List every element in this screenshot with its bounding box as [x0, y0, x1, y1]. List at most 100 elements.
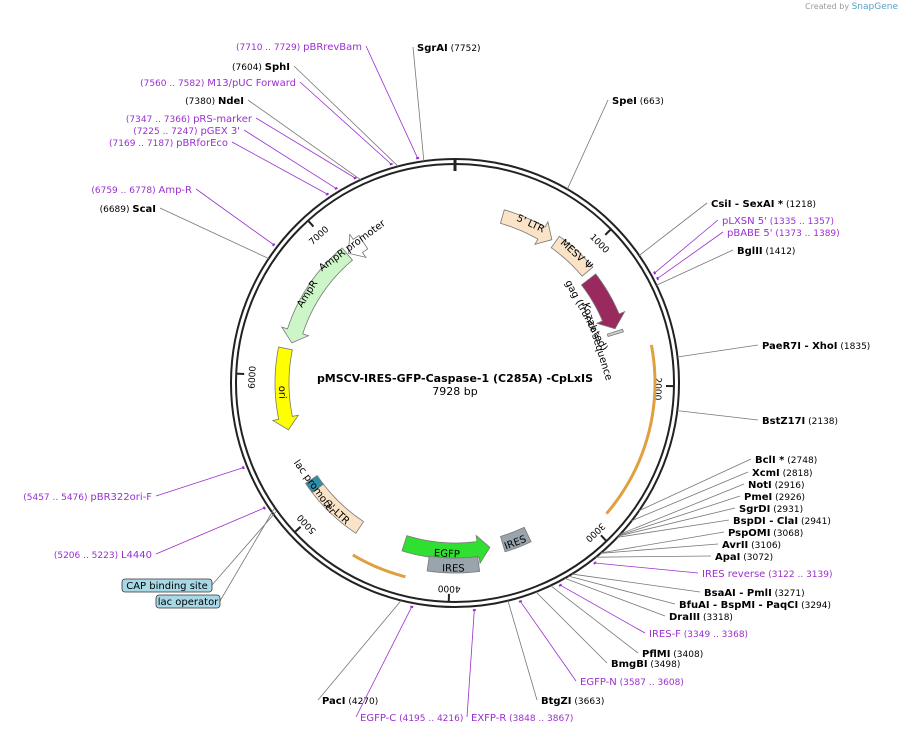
- enzyme-leader-bspdi-clai: [617, 519, 730, 538]
- enzyme-site-spei: SpeI (663): [612, 96, 664, 107]
- tick-mark-5000: [294, 526, 302, 533]
- enzyme-site-bfuai-bspmi-paqci: BfuAI - BspMI - PaqCI (3294): [679, 600, 831, 611]
- enzyme-site-paer7i-xhoi: PaeR7I - XhoI (1835): [762, 341, 870, 352]
- primer-name: EGFP-C: [360, 713, 396, 724]
- primer-leader-pbrrevbam: [365, 45, 418, 159]
- enzyme-position: (4270): [345, 697, 378, 707]
- enzyme-site-bmgbi: BmgBI (3498): [611, 659, 680, 670]
- feature-ampr: [280, 247, 353, 344]
- enzyme-site-bsaai-pmli: BsaAI - PmlI (3271): [704, 588, 805, 599]
- primer-name: pLXSN 5': [722, 216, 767, 227]
- feature-5-ltr: [499, 209, 553, 246]
- enzyme-name: BsaAI - PmlI: [704, 588, 772, 599]
- primer-leader-egfp-n: [520, 601, 577, 682]
- enzyme-position: (2748): [784, 456, 817, 466]
- enzyme-position: (1835): [838, 342, 871, 352]
- primer-leader-m13-puc-forward: [299, 81, 392, 165]
- enzyme-leader-ndei: [247, 99, 361, 181]
- boxed-label-bg-cap-binding-site: [121, 578, 213, 593]
- enzyme-position: (3408): [670, 650, 703, 660]
- primer-leader-exfp-r: [466, 610, 475, 718]
- enzyme-site-bglii: BglII (1412): [737, 246, 795, 257]
- annotation-arc-1: [605, 344, 657, 515]
- feature-label-ampr-promoter: AmpR promoter: [317, 218, 388, 274]
- enzyme-position: (3498): [648, 660, 681, 670]
- feature-label-ires: IRES: [442, 563, 465, 574]
- enzyme-name: SgrDI: [739, 504, 770, 515]
- enzyme-name: BglII: [737, 246, 763, 257]
- primer-leader-pgex-3: [243, 129, 337, 189]
- primer-leader-prs-marker: [255, 117, 356, 179]
- enzyme-position: (3294): [798, 601, 831, 611]
- enzyme-position: (1412): [763, 247, 796, 257]
- primer-name: L4440: [121, 550, 152, 561]
- primer-leader-amp-r: [195, 188, 274, 246]
- enzyme-position: (663): [637, 97, 664, 107]
- enzyme-leader-csii-sexai: [638, 202, 708, 256]
- enzyme-site-bspdi-clai: BspDI - ClaI (2941): [733, 516, 831, 527]
- primer-position: (7169 .. 7187): [109, 139, 176, 149]
- enzyme-site-xcmi: XcmI (2818): [752, 468, 813, 479]
- primer-mark-plxsn-5: [653, 271, 657, 275]
- primer-name: M13/pUC Forward: [207, 78, 296, 89]
- enzyme-name: SpeI: [612, 96, 637, 107]
- tick-label-2000: 2000: [652, 377, 662, 400]
- primer-leader-plxsn-5: [654, 219, 719, 274]
- primer-position: (3848 .. 3867): [506, 714, 573, 724]
- primer-position: (7347 .. 7366): [126, 115, 193, 125]
- primer-site-plxsn-5: pLXSN 5' (1335 .. 1357): [722, 216, 834, 227]
- primer-name: pBRforEco: [176, 138, 228, 149]
- primer-position: (3349 .. 3368): [681, 630, 748, 640]
- enzyme-name: XcmI: [752, 468, 780, 479]
- enzyme-leader-avrii: [600, 543, 719, 554]
- enzyme-leader-spei: [566, 99, 609, 190]
- tick-label-4000: 4000: [437, 583, 460, 594]
- primer-mark-prs-marker: [353, 176, 357, 180]
- boxed-leader-cap-binding-site: [211, 511, 277, 586]
- snapgene-logo: SnapGene: [851, 2, 898, 12]
- enzyme-position: (2818): [780, 469, 813, 479]
- primer-leader-egfp-c: [355, 606, 413, 718]
- tick-label-3000: 3000: [583, 520, 607, 543]
- enzyme-position: (7752): [448, 44, 481, 54]
- enzyme-site-scai: (6689) ScaI: [100, 204, 156, 215]
- feature-ires: [500, 526, 532, 553]
- feature-label-ori: ori: [276, 386, 287, 399]
- primer-site-amp-r: (6759 .. 6778) Amp-R: [91, 185, 192, 196]
- primer-mark-ires-f: [558, 583, 563, 587]
- enzyme-name: AvrII: [722, 540, 748, 551]
- primer-position: (6759 .. 6778): [91, 186, 158, 196]
- enzyme-site-bcli: BclI * (2748): [755, 455, 817, 466]
- primer-mark-egfp-n: [518, 600, 523, 603]
- tick-mark-7000: [307, 219, 315, 228]
- primer-site-pbabe-5: pBABE 5' (1373 .. 1389): [727, 228, 840, 239]
- primer-position: (7560 .. 7582): [140, 79, 207, 89]
- primer-name: Amp-R: [159, 185, 193, 196]
- primer-mark-pbabe-5: [656, 276, 660, 281]
- primer-leader-ires-f: [560, 584, 646, 634]
- enzyme-name: PaeR7I - XhoI: [762, 341, 838, 352]
- enzyme-site-apai: ApaI (3072): [715, 552, 773, 563]
- enzyme-leader-bglii: [656, 249, 734, 286]
- primer-site-exfp-r: EXFP-R (3848 .. 3867): [471, 713, 573, 724]
- enzyme-name: PmeI: [744, 492, 772, 503]
- primer-site-pbrrevbam: (7710 .. 7729) pBRrevBam: [236, 42, 362, 53]
- enzyme-site-sgrdi: SgrDI (2931): [739, 504, 803, 515]
- enzyme-site-bstz17i: BstZ17I (2138): [762, 416, 838, 427]
- primer-position: (3122 .. 3139): [765, 570, 832, 580]
- enzyme-leader-bsaai-pmli: [571, 573, 701, 593]
- enzyme-leader-sgrai: [412, 46, 425, 162]
- enzyme-name: BtgZI: [541, 696, 572, 707]
- primer-mark-ires-reverse: [593, 561, 597, 565]
- enzyme-name: BspDI - ClaI: [733, 516, 798, 527]
- enzyme-leader-scai: [159, 207, 269, 259]
- primer-name: IRES reverse: [702, 569, 765, 580]
- primer-leader-ires-reverse: [594, 562, 699, 574]
- feature-ori: [271, 346, 300, 431]
- enzyme-name: SphI: [265, 62, 290, 73]
- enzyme-name: PacI: [322, 696, 345, 707]
- plasmid-size: 7928 bp: [432, 385, 477, 398]
- enzyme-position: (2926): [772, 493, 805, 503]
- primer-site-prs-marker: (7347 .. 7366) pRS-marker: [126, 114, 253, 125]
